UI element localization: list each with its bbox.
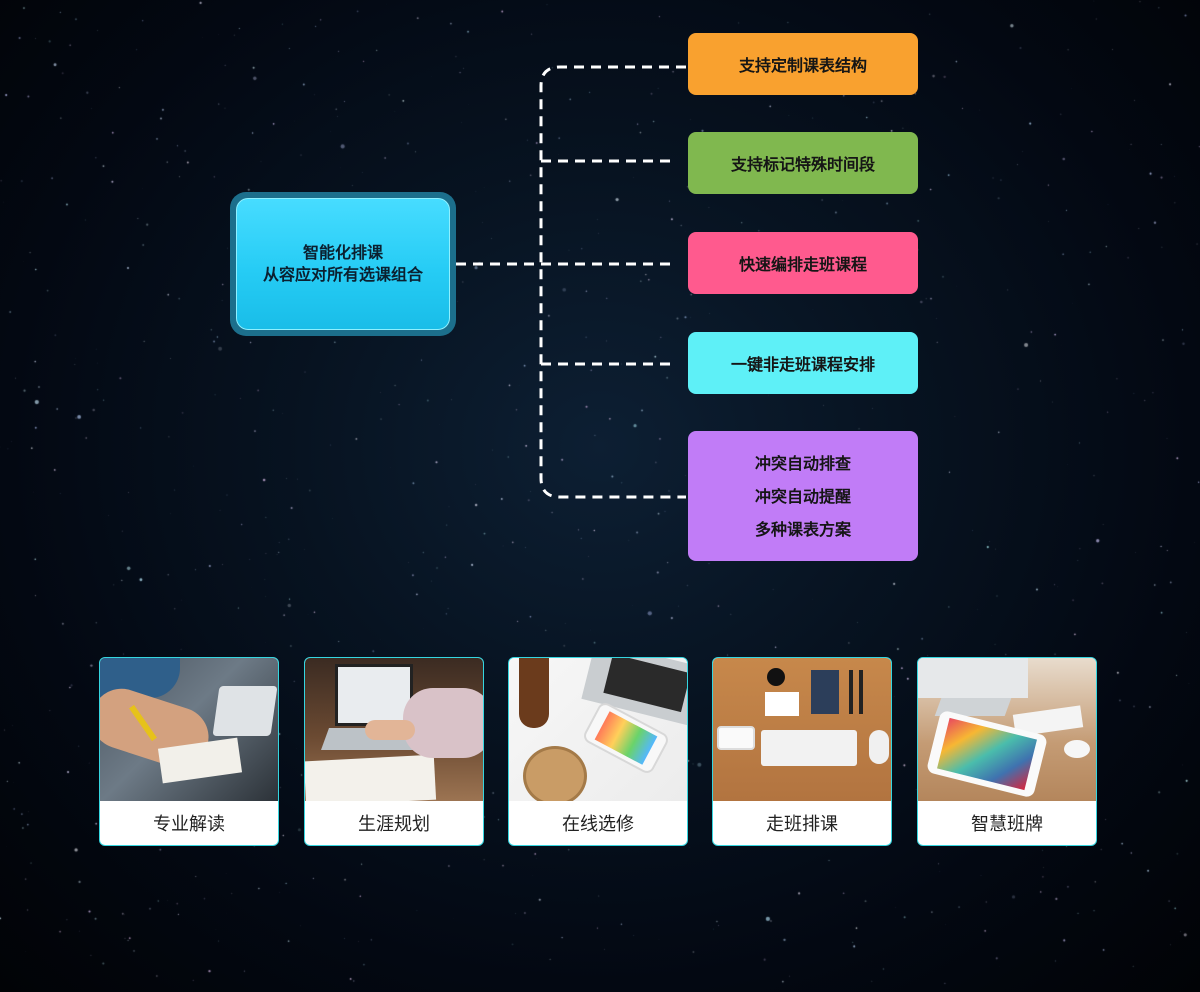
feature-label: 支持定制课表结构	[738, 56, 867, 75]
card-photo-writing	[100, 658, 278, 801]
card-label: 智慧班牌	[971, 814, 1043, 835]
connector-trunk	[539, 65, 686, 499]
center-node-title: 智能化排课	[302, 243, 383, 262]
module-card-rotation-scheduling[interactable]: 走班排课	[712, 657, 892, 846]
card-label: 生涯规划	[358, 814, 430, 835]
conflict-line-alert: 冲突自动提醒	[754, 486, 851, 506]
center-node-inner: 智能化排课 从容应对所有选课组合	[236, 198, 450, 330]
module-card-professional-interpretation[interactable]: 专业解读	[99, 657, 279, 846]
card-label: 专业解读	[153, 814, 225, 835]
card-label: 在线选修	[562, 814, 634, 835]
card-photo-laptop-desk	[305, 658, 483, 801]
feature-box-conflict-handling: 冲突自动排查 冲突自动提醒 多种课表方案	[688, 431, 918, 561]
conflict-line-plans: 多种课表方案	[754, 519, 851, 539]
module-card-online-elective[interactable]: 在线选修	[508, 657, 688, 846]
center-node-smart-scheduling: 智能化排课 从容应对所有选课组合	[230, 192, 456, 336]
feature-label: 支持标记特殊时间段	[730, 155, 875, 174]
card-photo-phone-laptop	[509, 658, 687, 801]
feature-label: 快速编排走班课程	[738, 255, 867, 274]
card-photo-imac-tablet	[918, 658, 1096, 801]
center-node-subtitle: 从容应对所有选课组合	[262, 265, 423, 284]
feature-box-one-click-arrangement: 一键非走班课程安排	[688, 332, 918, 394]
feature-box-special-periods: 支持标记特殊时间段	[688, 132, 918, 194]
card-label: 走班排课	[766, 814, 838, 835]
conflict-line-check: 冲突自动排查	[754, 453, 851, 473]
module-card-smart-class-sign[interactable]: 智慧班牌	[917, 657, 1097, 846]
module-card-career-planning[interactable]: 生涯规划	[304, 657, 484, 846]
feature-box-fast-rotation: 快速编排走班课程	[688, 232, 918, 294]
feature-box-custom-timetable: 支持定制课表结构	[688, 33, 918, 95]
card-photo-desk-flatlay	[713, 658, 891, 801]
feature-label: 一键非走班课程安排	[730, 355, 875, 374]
